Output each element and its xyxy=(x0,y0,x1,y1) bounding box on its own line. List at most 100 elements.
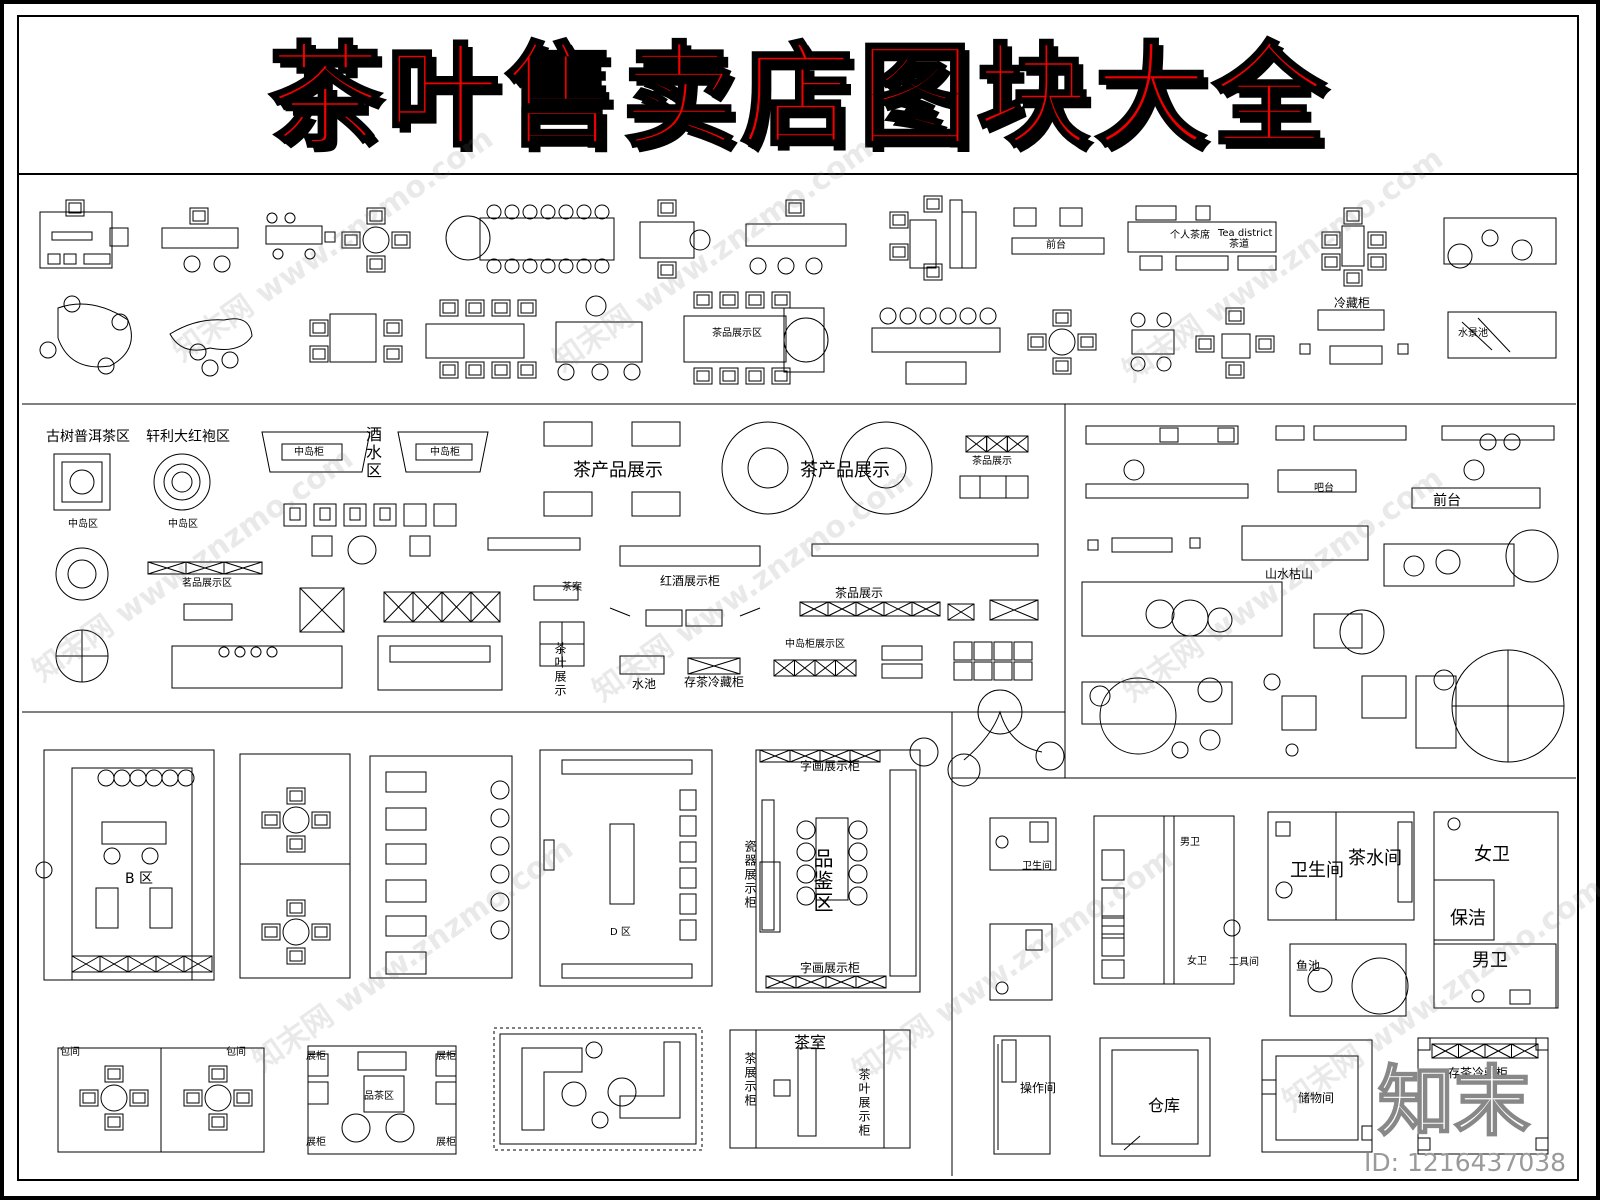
block-circle xyxy=(1479,433,1497,451)
block-rect xyxy=(385,915,427,937)
block-rect xyxy=(619,655,665,675)
block-rect xyxy=(1261,1079,1277,1095)
label-weishengjian-2: 卫生间 xyxy=(1290,860,1344,881)
chair xyxy=(491,361,511,379)
label-chapin-display: 茶品展示区 xyxy=(712,328,762,339)
chair xyxy=(771,367,791,385)
chair-seat xyxy=(289,790,303,802)
chair-seat xyxy=(192,210,206,222)
chair-seat xyxy=(660,202,674,214)
cabinet-cross xyxy=(794,659,816,677)
chair xyxy=(439,361,459,379)
chair xyxy=(286,787,306,805)
cabinet-cross xyxy=(1484,1043,1512,1059)
block-rect xyxy=(1087,539,1099,551)
chair-seat xyxy=(211,1116,225,1128)
chair xyxy=(771,291,791,309)
label-chaye-zhanshigui: 茶叶展示柜 xyxy=(857,1068,871,1138)
chair-seat xyxy=(1324,234,1338,246)
block-rect xyxy=(95,887,119,929)
block-circle xyxy=(1207,607,1233,633)
block-rect xyxy=(685,609,723,627)
label-zihua-1: 字画展示柜 xyxy=(800,759,861,773)
block-circle xyxy=(1156,356,1172,372)
chair xyxy=(391,231,411,249)
chair xyxy=(923,263,943,281)
cabinet-cross xyxy=(855,601,885,617)
block-circle xyxy=(189,343,207,361)
tea-table xyxy=(1341,225,1365,267)
block-rect xyxy=(1361,1125,1373,1141)
chair xyxy=(657,261,677,279)
display-cabinet xyxy=(989,599,1039,621)
cabinet-cross xyxy=(441,591,472,623)
block-rect xyxy=(403,503,427,527)
chair-seat xyxy=(1030,336,1044,348)
block-circle xyxy=(557,363,575,381)
chair xyxy=(693,367,713,385)
rock-garden-bed xyxy=(1081,581,1283,637)
block-circle xyxy=(113,769,131,787)
block-circle xyxy=(163,463,201,501)
cabinet-cross xyxy=(855,975,887,989)
label-cuncha-1: 存茶冷藏柜 xyxy=(684,675,745,689)
block-circle xyxy=(141,847,159,865)
block-circle xyxy=(1447,817,1461,831)
desk xyxy=(639,221,695,259)
cabinet-cross xyxy=(795,975,827,989)
block-circle xyxy=(67,559,97,589)
block-circle xyxy=(796,820,816,840)
block-rect xyxy=(1111,537,1173,553)
island-cabinet xyxy=(53,453,111,511)
block-circle xyxy=(284,212,296,224)
chair-seat xyxy=(892,214,906,226)
block-rect xyxy=(1175,255,1229,271)
chair-seat xyxy=(774,370,788,382)
reception-desk xyxy=(1011,237,1105,255)
block-rect xyxy=(283,503,307,527)
block-rect xyxy=(1013,207,1037,227)
chair xyxy=(465,299,485,317)
block-rect xyxy=(1111,1049,1199,1145)
block-circle xyxy=(540,204,556,220)
display-cabinet xyxy=(849,749,881,763)
block-circle xyxy=(218,646,230,658)
cabinet-cross xyxy=(127,955,157,973)
block-circle xyxy=(919,307,937,325)
display-cabinet xyxy=(1006,435,1029,453)
cabinet-cross xyxy=(1511,1043,1539,1059)
chair-seat xyxy=(1258,338,1272,350)
label-chashi: 茶室 xyxy=(794,1033,827,1052)
chair-seat xyxy=(312,348,326,360)
block-rect xyxy=(47,253,61,265)
block-rect xyxy=(645,609,683,627)
block-rect xyxy=(433,503,457,527)
chair-seat xyxy=(748,294,762,306)
block-circle xyxy=(777,257,795,275)
round-display xyxy=(721,421,815,515)
chair xyxy=(1052,357,1072,375)
block-circle xyxy=(1089,685,1111,707)
block-rect xyxy=(1159,427,1179,443)
block-circle xyxy=(594,258,610,274)
block-circle xyxy=(607,1077,637,1107)
storage-room xyxy=(1261,1039,1373,1153)
display-cabinet xyxy=(855,975,887,989)
block-circle xyxy=(504,258,520,274)
chair xyxy=(208,1065,228,1083)
umbrella xyxy=(1099,677,1177,755)
label-zhangui-3: 展柜 xyxy=(306,1137,326,1148)
label-pinjianqu: 品鉴区 xyxy=(810,848,834,914)
label-tea-district: Tea district xyxy=(1218,228,1273,239)
block-rect xyxy=(881,645,923,661)
label-nvwei-2: 女卫 xyxy=(1474,844,1510,865)
block-rect xyxy=(1417,1037,1431,1051)
cabinet-cross xyxy=(470,591,501,623)
block-rect xyxy=(1217,427,1235,443)
cabinet-cross xyxy=(849,749,881,763)
chair-seat xyxy=(1346,210,1360,222)
label-xuanli-dahongpao: 轩利大红袍区 xyxy=(146,429,230,445)
label-lengcanggui-1: 冷藏柜 xyxy=(1334,296,1371,310)
block-rect xyxy=(1163,815,1175,985)
block-circle xyxy=(796,886,816,906)
